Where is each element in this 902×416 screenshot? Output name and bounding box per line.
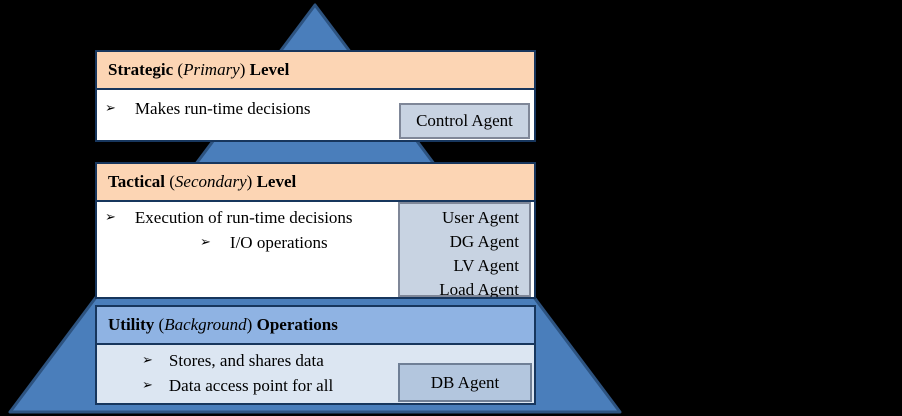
level-title-lead: Utility (108, 315, 155, 334)
bullet-list: ➢ Makes run-time decisions (97, 90, 534, 121)
paren-open: ( (154, 315, 165, 334)
agent-label: LV Agent (453, 256, 519, 275)
bullet-item: ➢ Stores, and shares data (142, 348, 534, 373)
level-header-strategic: Strategic (Primary) Level (97, 52, 534, 90)
level-header-tactical: Tactical (Secondary) Level (97, 164, 534, 202)
level-title-qualifier: Background (164, 315, 247, 334)
level-body-utility: ➢ Stores, and shares data ➢ Data access … (97, 345, 534, 403)
level-title-tail: Level (256, 172, 297, 191)
agent-label: Load Agent (439, 280, 519, 297)
paren-close: ) (246, 315, 257, 334)
agent-label: DG Agent (449, 232, 519, 251)
level-title-qualifier: Primary (183, 60, 240, 79)
agents-panel-tactical: User Agent DG Agent LV Agent Load Agent (398, 202, 531, 297)
agent-label: DB Agent (430, 372, 500, 392)
level-box-strategic: Strategic (Primary) Level ➢ Makes run-ti… (95, 50, 536, 142)
paren-close: ) (239, 60, 250, 79)
bullet-text: Makes run-time decisions (134, 99, 311, 118)
bullet-text: Execution of run-time decisions (134, 208, 353, 227)
bullet-text: Stores, and shares data (168, 351, 324, 370)
bullet-text: Data access point for all (168, 376, 334, 395)
agent-box-db: DB Agent (398, 363, 532, 402)
level-title-lead: Tactical (108, 172, 165, 191)
arrow-bullet-icon: ➢ (105, 101, 116, 116)
agent-label: User Agent (442, 208, 519, 227)
arrow-bullet-icon: ➢ (200, 235, 211, 250)
paren-open: ( (173, 60, 184, 79)
bullet-text: I/O operations (229, 233, 328, 252)
agent-label: Control Agent (416, 111, 513, 130)
bullet-list: ➢ Execution of run-time decisions ➢ I/O … (97, 202, 534, 255)
paren-open: ( (164, 172, 175, 191)
level-box-tactical: Tactical (Secondary) Level ➢ Execution o… (95, 162, 536, 299)
arrow-bullet-icon: ➢ (142, 353, 153, 368)
bullet-item-sub: ➢ I/O operations (200, 230, 534, 255)
level-title-tail: Operations (256, 315, 338, 334)
level-title-qualifier: Secondary (174, 172, 247, 191)
bullet-item: ➢ Makes run-time decisions (105, 96, 534, 121)
bullet-item: ➢ Data access point for all (142, 373, 534, 398)
level-box-utility: Utility (Background) Operations ➢ Stores… (95, 305, 536, 405)
level-title-lead: Strategic (108, 60, 174, 79)
arrow-bullet-icon: ➢ (142, 378, 153, 393)
level-title-tail: Level (249, 60, 290, 79)
bullet-list: ➢ Stores, and shares data ➢ Data access … (97, 345, 534, 398)
level-body-tactical: ➢ Execution of run-time decisions ➢ I/O … (97, 202, 534, 297)
arrow-bullet-icon: ➢ (105, 210, 116, 225)
level-body-strategic: ➢ Makes run-time decisions Control Agent (97, 90, 534, 140)
paren-close: ) (246, 172, 257, 191)
agent-box-control: Control Agent (399, 103, 530, 139)
bullet-item: ➢ Execution of run-time decisions (105, 205, 534, 230)
level-header-utility: Utility (Background) Operations (97, 307, 534, 345)
